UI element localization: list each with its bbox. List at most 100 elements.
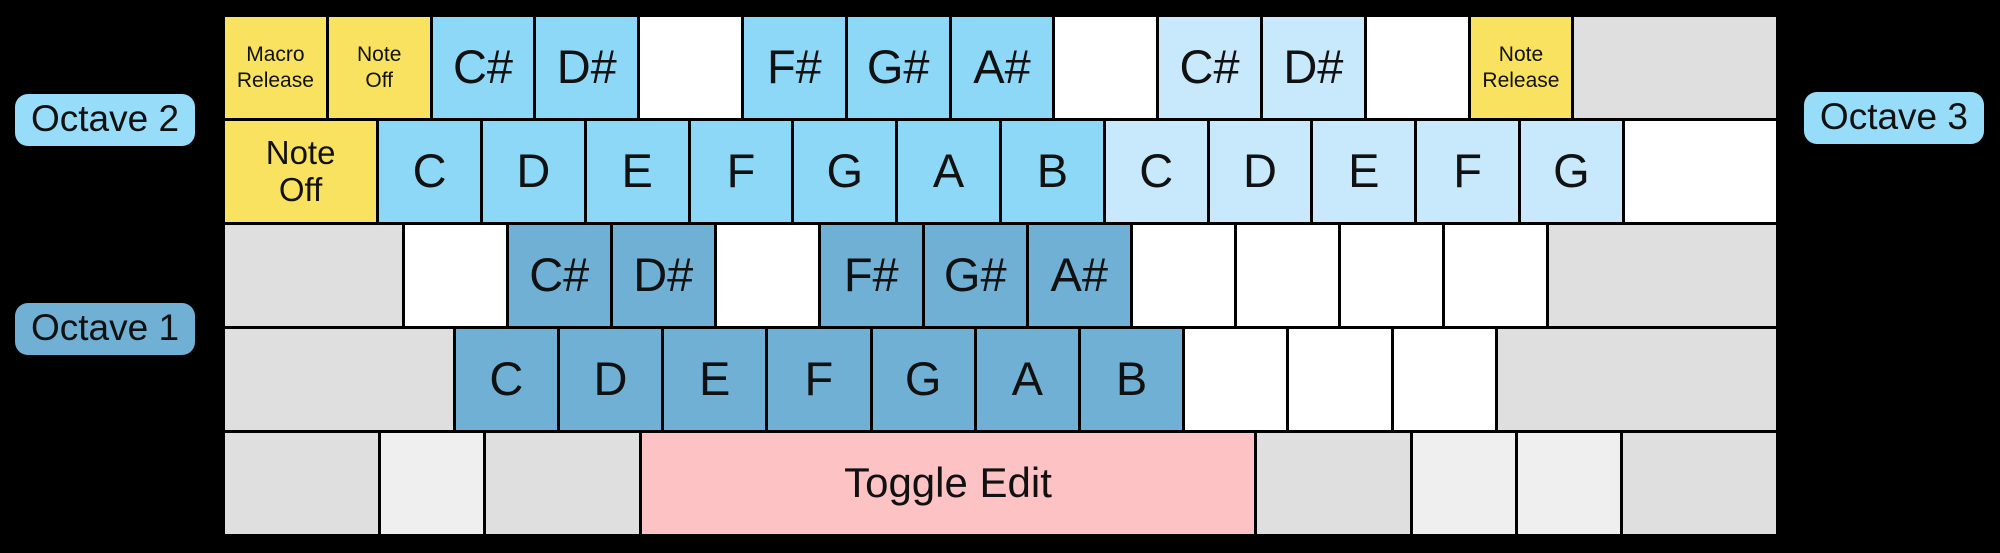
keyboard-row-5: Toggle Edit [225,433,1776,534]
key-d: D# [612,225,714,326]
key-e: E [586,121,688,222]
key-q: C [379,121,480,222]
key-v: F [768,329,870,430]
key-9: C# [1159,17,1260,118]
key-y: A [898,121,999,222]
key-label: D# [633,248,694,302]
key-rwin [1413,433,1515,534]
key-label: Release [236,68,314,92]
key-b: G [872,329,974,430]
key-label: A [1011,352,1043,406]
key-lwin [381,433,483,534]
key-n: A [976,329,1078,430]
key-label: E [621,144,653,198]
key-x: D [559,329,662,430]
key-rctrl [1623,433,1776,534]
key-z: C [455,329,557,430]
key-s: C# [508,225,610,326]
keyboard-row-3: C# D# F# G# A# [225,225,1776,326]
key-label: E [1348,144,1380,198]
key-label: C# [1179,40,1240,94]
key-label: Macro [246,43,305,67]
key-label: F [804,352,834,406]
key-label: G# [866,40,930,94]
key-r: F [690,121,792,222]
key-label: G [1553,144,1590,198]
key-o: D [1209,121,1311,222]
key-label: C# [529,248,590,302]
key-l [1236,225,1338,326]
key-label: Note [357,43,402,67]
key-p: E [1313,121,1415,222]
key-caps [225,225,402,326]
key-label: C [1139,144,1174,198]
key-lctrl [225,433,378,534]
key-comma [1185,329,1287,430]
key-rshift [1497,329,1777,430]
key-6: G# [847,17,949,118]
key-label: C [412,144,447,198]
key-label: Note [265,133,336,171]
key-label: D# [1283,40,1344,94]
octave-1-label: Octave 1 [15,303,196,356]
key-backspace [1574,17,1776,118]
key-semicolon [1340,225,1442,326]
key-u: B [1001,121,1103,222]
key-label: D# [556,40,617,94]
key-3: D# [536,17,638,118]
key-slash [1393,329,1495,430]
key-4 [640,17,741,118]
key-enter [1548,225,1776,326]
key-backslash [1624,121,1776,222]
key-label: C [489,352,524,406]
key-label: F [726,144,756,198]
key-label: D [593,352,628,406]
key-8 [1055,17,1157,118]
key-minus [1366,17,1468,118]
key-label: D [516,144,551,198]
key-label: E [699,352,731,406]
key-label: B [1036,144,1069,198]
key-lalt [486,433,639,534]
key-t: G [794,121,896,222]
key-label: Toggle Edit [844,459,1052,507]
key-ralt [1257,433,1410,534]
key-h: G# [924,225,1026,326]
key-a [404,225,506,326]
key-m: B [1080,329,1183,430]
key-0: D# [1262,17,1364,118]
key-7: A# [951,17,1053,118]
key-quote [1444,225,1546,326]
key-bracketright: G [1520,121,1622,222]
key-w: D [483,121,584,222]
key-space: Toggle Edit [642,433,1254,534]
octave-2-label: Octave 2 [15,94,196,147]
key-label: D [1243,144,1277,198]
key-period [1289,329,1391,430]
key-i: C [1105,121,1207,222]
key-g: F# [820,225,922,326]
key-label: Note [1498,43,1544,67]
key-label: A# [973,40,1031,94]
octave-3-label: Octave 3 [1803,92,1984,145]
key-label: F# [766,40,822,94]
key-label: A# [1050,248,1109,302]
key-label: G [904,352,942,406]
key-label: F# [843,248,899,302]
key-f [716,225,818,326]
key-label: G [826,144,864,198]
key-label: A [932,144,965,198]
key-j: A# [1028,225,1130,326]
key-k [1132,225,1234,326]
key-2: C# [432,17,534,118]
key-label: C# [452,40,514,94]
key-label: Off [278,170,323,208]
key-bracketleft: F [1417,121,1518,222]
